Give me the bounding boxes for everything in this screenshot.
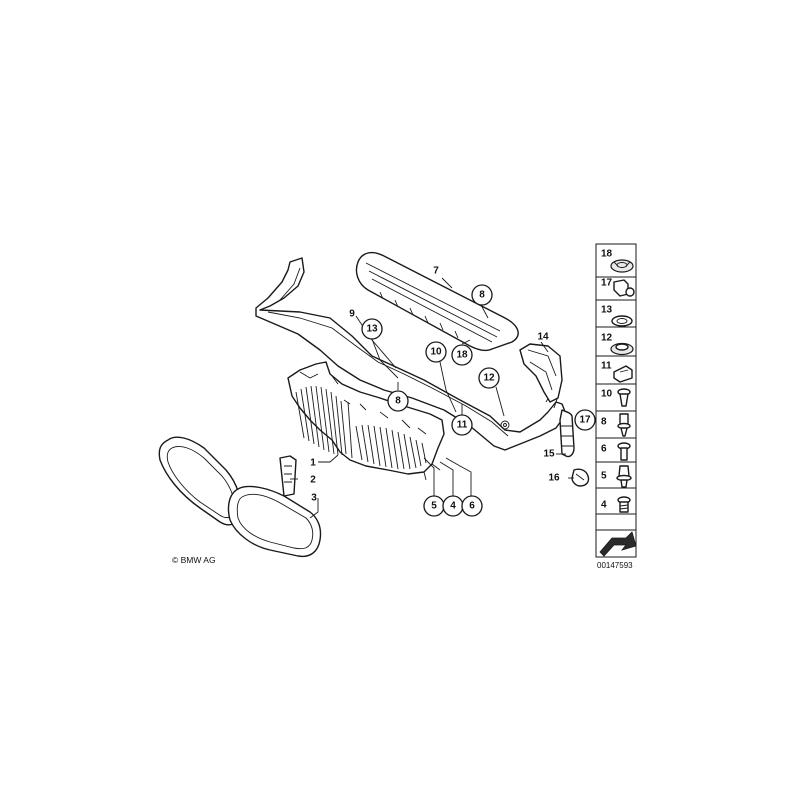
svg-text:17: 17 <box>601 278 613 289</box>
svg-text:11: 11 <box>601 361 612 372</box>
svg-text:10: 10 <box>430 347 442 358</box>
rivet-icon <box>617 413 631 437</box>
svg-text:5: 5 <box>601 471 607 482</box>
bolt-icon <box>617 442 631 461</box>
hose-part <box>559 409 575 458</box>
legend-item-8: 8 <box>601 413 631 437</box>
svg-text:6: 6 <box>601 444 607 455</box>
callout-8-mid: 8 <box>387 390 409 412</box>
legend-item-4: 4 <box>601 496 631 513</box>
legend-item-13: 13 <box>601 305 633 327</box>
svg-text:10: 10 <box>601 389 613 400</box>
svg-text:4: 4 <box>450 501 456 512</box>
callout-12: 12 <box>478 367 500 389</box>
svg-text:18: 18 <box>601 249 613 260</box>
svg-text:8: 8 <box>601 417 607 428</box>
drawing-number: 00147593 <box>597 561 633 570</box>
callout-6: 6 <box>461 495 483 517</box>
svg-text:13: 13 <box>366 324 378 335</box>
callout-5: 5 <box>423 495 445 517</box>
svg-text:11: 11 <box>457 420 468 431</box>
clip-part-16 <box>571 468 590 487</box>
callout-13: 13 <box>361 318 383 340</box>
expanding-rivet-icon <box>617 388 631 407</box>
label-16: 16 <box>548 473 560 484</box>
clip-bracket-icon <box>613 279 635 297</box>
kidney-frame-right-part <box>227 485 322 558</box>
callout-17: 17 <box>574 409 596 431</box>
copyright-text: © BMW AG <box>172 555 216 565</box>
ring-seal-icon <box>611 315 633 327</box>
callout-18: 18 <box>451 344 473 366</box>
svg-text:8: 8 <box>395 396 401 407</box>
svg-text:4: 4 <box>601 500 607 511</box>
label-1: 1 <box>310 458 316 469</box>
legend-item-10: 10 <box>601 388 631 407</box>
callout-10: 10 <box>425 341 447 363</box>
legend-item-6: 6 <box>601 442 631 461</box>
label-7: 7 <box>433 266 439 277</box>
legend-item-11: 11 <box>601 361 633 383</box>
label-14: 14 <box>537 332 549 343</box>
screw-icon <box>617 496 631 513</box>
push-rivet-icon <box>616 465 632 488</box>
svg-text:18: 18 <box>456 350 468 361</box>
fastener-legend: 18 17 13 12 <box>595 243 637 558</box>
grille-carrier-part <box>287 361 445 481</box>
svg-text:8: 8 <box>479 290 485 301</box>
svg-text:12: 12 <box>601 333 613 344</box>
svg-text:6: 6 <box>469 501 475 512</box>
svg-text:12: 12 <box>483 373 495 384</box>
legend-item-5: 5 <box>601 465 632 488</box>
label-3: 3 <box>311 493 317 504</box>
svg-text:13: 13 <box>601 305 613 316</box>
label-2: 2 <box>310 475 316 486</box>
svg-text:17: 17 <box>579 415 591 426</box>
bracket-part <box>519 343 563 403</box>
arrow-logo-icon <box>599 531 637 557</box>
callout-8-top: 8 <box>471 284 493 306</box>
label-9: 9 <box>349 309 355 320</box>
legend-item-18: 18 <box>601 249 634 273</box>
svg-text:5: 5 <box>431 501 437 512</box>
small-bracket-part <box>279 455 297 497</box>
callout-4: 4 <box>442 495 464 517</box>
clamp-icon <box>613 365 633 383</box>
grommet-icon <box>610 259 634 273</box>
round-grommet-icon <box>610 342 634 356</box>
legend-item-12: 12 <box>601 333 634 356</box>
legend-item-17: 17 <box>601 278 635 297</box>
cover-strip-part <box>355 251 519 352</box>
label-15: 15 <box>543 449 555 460</box>
callout-11: 11 <box>451 414 473 436</box>
